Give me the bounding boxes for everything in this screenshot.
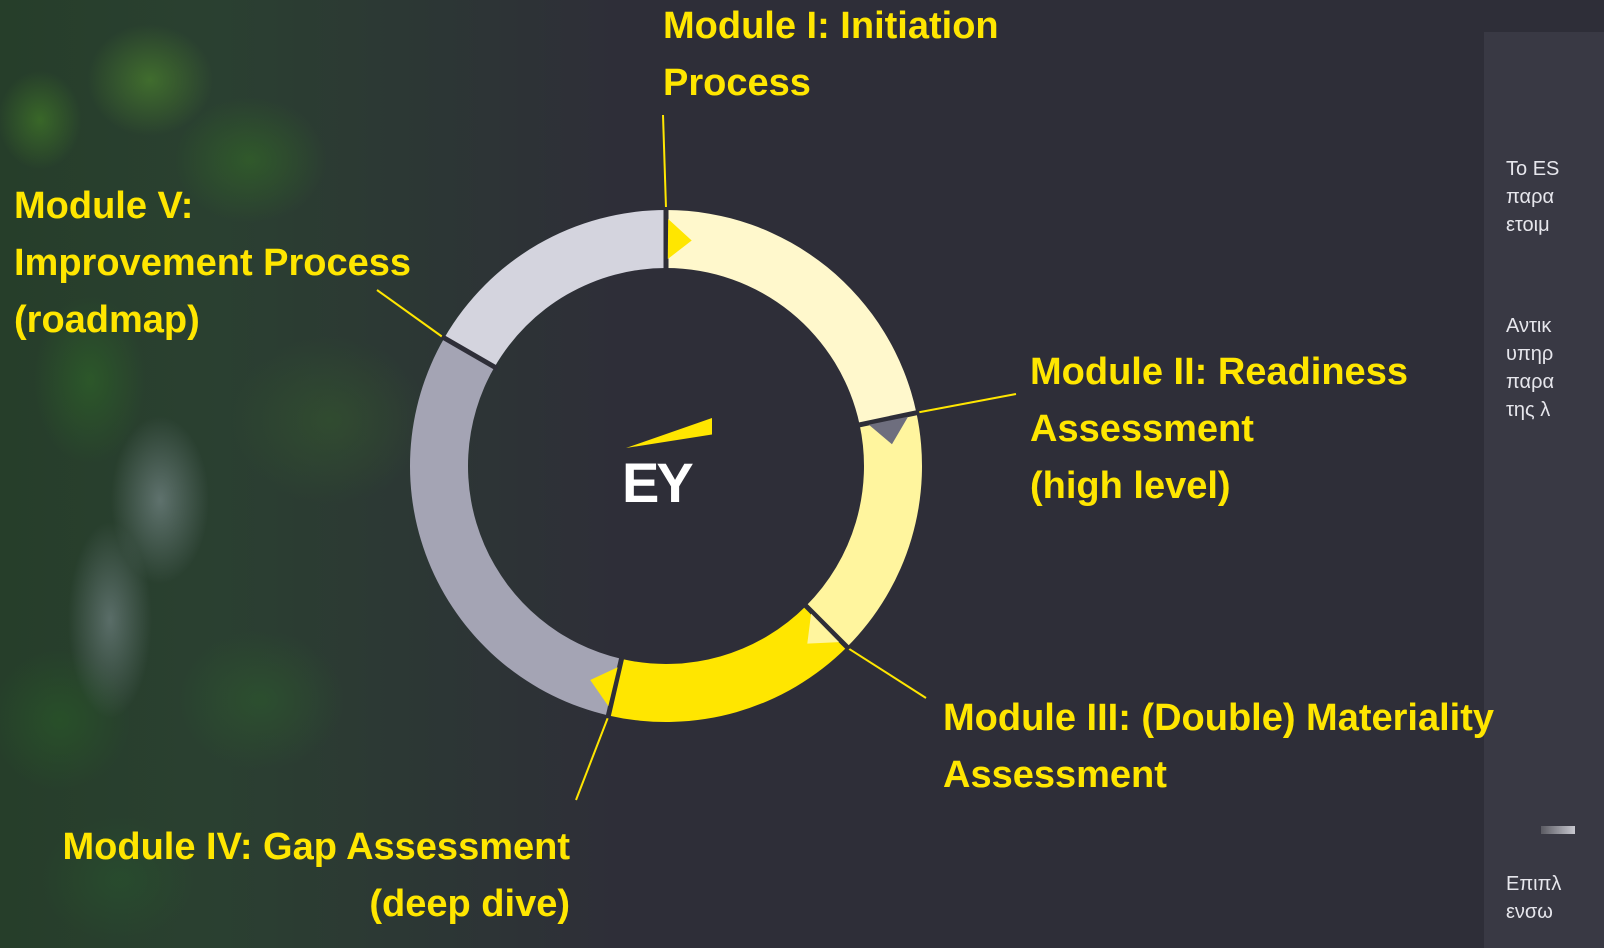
cycle-ring [410,207,922,722]
module-5-label: Module V: Improvement Process (roadmap) [14,185,412,341]
connector-module-1 [662,114,667,209]
ring-segment-module-1 [666,210,917,425]
module-1-label: Module I: Initiation Process [663,5,999,104]
connector-module-2 [918,393,1017,414]
arrow-module-2 [868,416,909,445]
arrow-module-3 [807,613,840,644]
side-panel-divider [1541,826,1575,834]
connector-module-3 [847,647,927,699]
module-4-label: Module IV: Gap Assessment (deep dive) [62,826,570,925]
connector-module-4 [575,717,609,801]
ring-segment-module-2 [806,412,922,648]
module-3-label: Module III: (Double) Materiality Assessm… [943,697,1495,796]
module-2-label: Module II: Readiness Assessment (high le… [1030,351,1408,507]
side-panel-text-3: Επιπλ ενσω [1506,873,1562,923]
background-nature-photo [0,0,620,948]
connector-module-5 [376,289,444,338]
side-panel-text-1: Το ES παρα ετοιμ [1506,158,1560,236]
cycle-arrows [590,219,909,707]
side-panel-text-2: Αντικ υπηρ παρα της λ [1506,315,1555,421]
ring-separator-3 [802,602,851,651]
ring-separator-4 [605,655,625,719]
side-text-panel [1484,32,1604,948]
ring-segment-module-5 [444,210,666,367]
ring-segment-module-3 [608,606,848,722]
ey-logo-text: EY [622,451,694,514]
ey-logo-beam [626,418,712,448]
module-connectors [376,114,1017,801]
ring-separator-2 [856,409,920,428]
arrow-module-4 [590,667,618,707]
ey-logo: EY [620,415,720,515]
arrow-module-1 [667,219,692,260]
ring-segment-module-4 [410,338,622,716]
ring-separator-5 [440,334,499,371]
